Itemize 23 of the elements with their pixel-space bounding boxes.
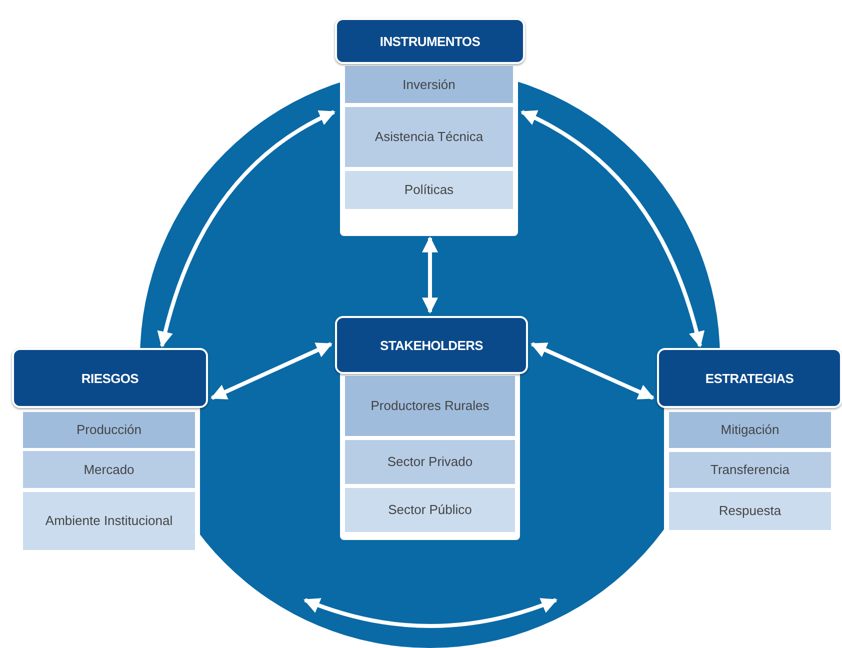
item-box: Inversión [345,66,513,103]
item-box: Políticas [345,171,513,209]
item-box: Mercado [23,451,195,488]
item-box: Asistencia Técnica [345,107,513,167]
category-header: STAKEHOLDERS [335,316,528,374]
category-header: RIESGOS [12,348,208,408]
double-arrow [210,342,332,400]
item-box: Sector Público [345,488,515,532]
double-arrow [422,236,438,314]
item-box: Respuesta [669,492,831,530]
item-box: Producción [23,412,195,448]
item-box: Productores Rurales [345,376,515,436]
category-group [335,18,525,236]
double-arrow [158,110,336,348]
item-box: Mitigación [669,412,831,448]
double-arrow [530,342,654,400]
item-box: Transferencia [669,452,831,488]
double-arrow [520,110,704,348]
item-box: Sector Privado [345,440,515,484]
category-group [335,316,528,540]
item-box: Ambiente Institucional [23,492,195,550]
category-header: INSTRUMENTOS [335,18,525,64]
category-header: ESTRATEGIAS [657,348,842,408]
